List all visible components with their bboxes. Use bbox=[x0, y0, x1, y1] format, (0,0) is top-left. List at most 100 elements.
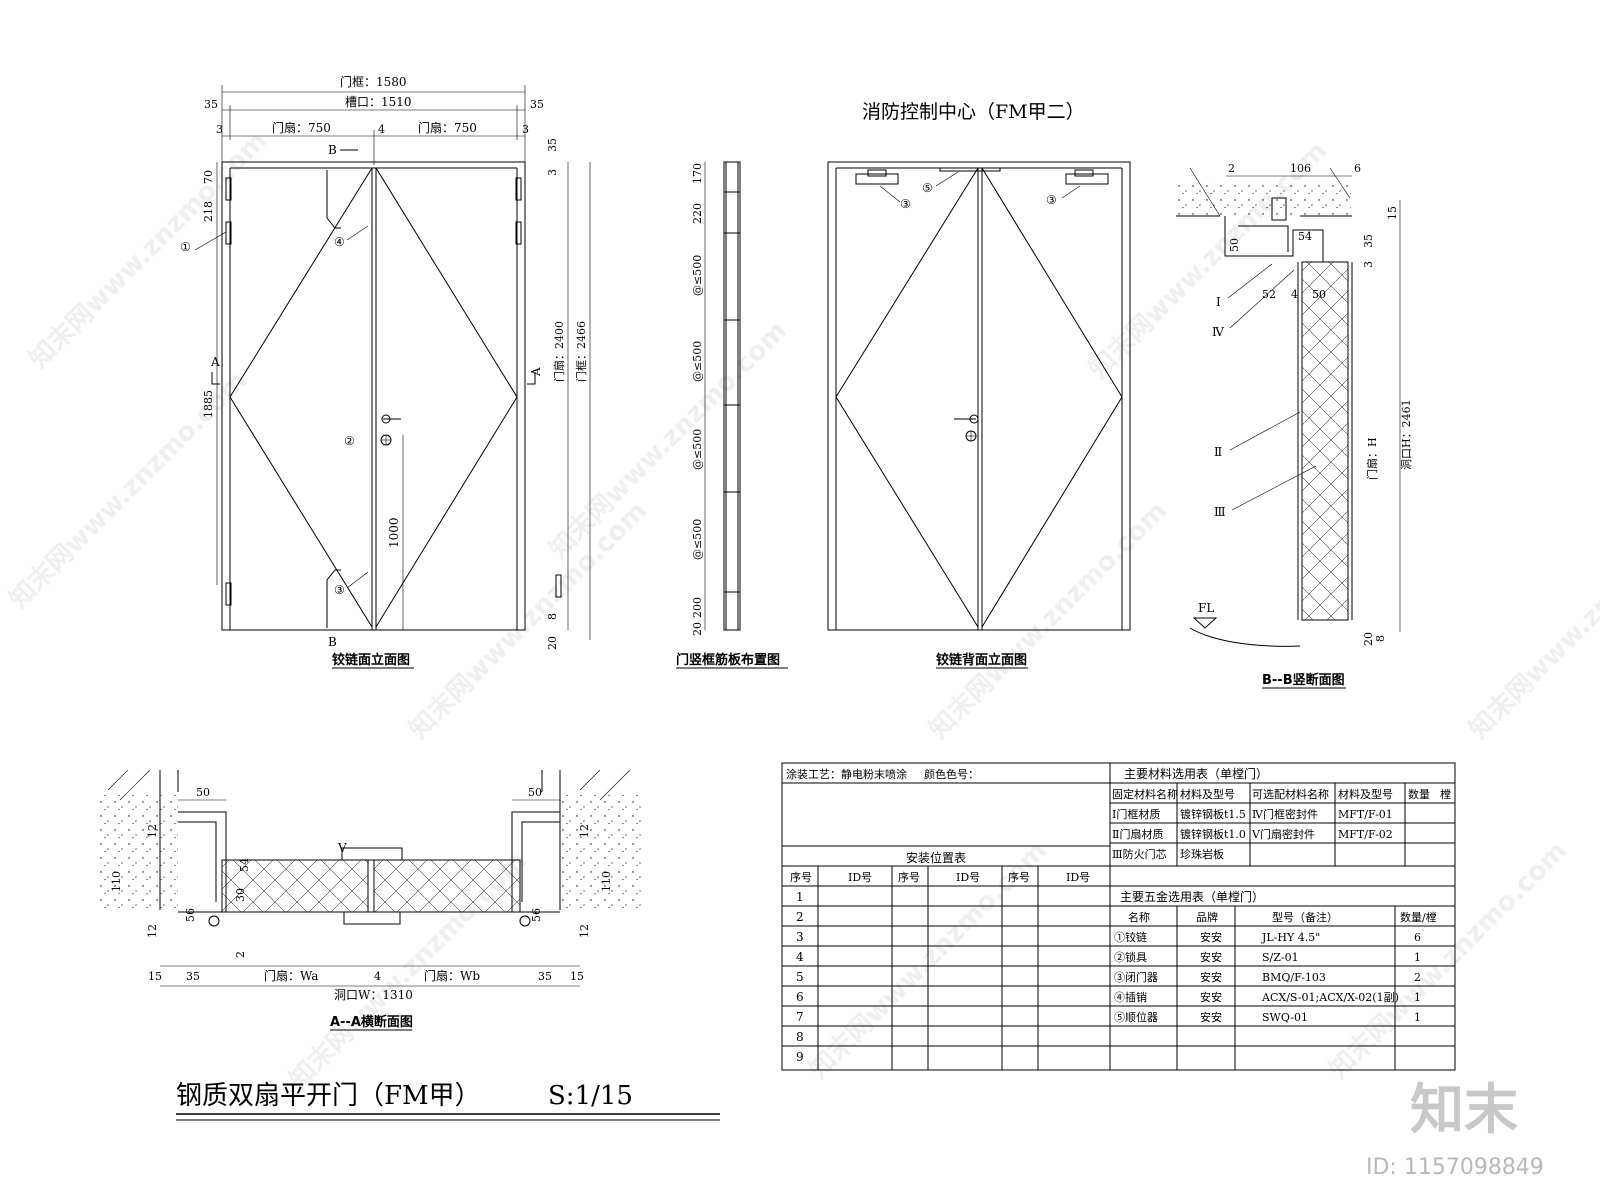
dim-rib-spacing: @≤500 bbox=[691, 519, 704, 560]
install-header-cell: 序号 bbox=[790, 870, 812, 884]
hardware-header-cell: 数量/樘 bbox=[1400, 910, 1437, 924]
install-row-number: 2 bbox=[796, 910, 804, 924]
bb-section: 2 106 6 15 35 3 50 54 52 4 50 门扇：H 洞口H：2… bbox=[1176, 162, 1413, 689]
hardware-cell: 安安 bbox=[1200, 1010, 1222, 1024]
aa-dim-35-right: 35 bbox=[538, 970, 552, 983]
back-elevation-title: 消防控制中心（FM甲二） bbox=[862, 101, 1085, 123]
hardware-cell: 2 bbox=[1414, 971, 1421, 984]
hardware-cell: S/Z-01 bbox=[1262, 951, 1299, 964]
install-row-number: 8 bbox=[796, 1030, 804, 1044]
bb-dim-35: 35 bbox=[1362, 234, 1375, 248]
aa-dim-35-left: 35 bbox=[186, 970, 200, 983]
watermark: 知末网www.znzmo.com bbox=[4, 366, 253, 615]
hardware-cell: ⑤顺位器 bbox=[1114, 1010, 1158, 1024]
aa-dim-56-left: 56 bbox=[184, 908, 197, 922]
aa-dim-15-left: 15 bbox=[148, 970, 162, 983]
bb-dim-52: 52 bbox=[1262, 288, 1276, 301]
hardware-cell: 安安 bbox=[1200, 950, 1222, 964]
dim-8: 8 bbox=[546, 613, 559, 620]
dim-220: 220 bbox=[691, 203, 704, 224]
install-header-cell: 序号 bbox=[1008, 870, 1030, 884]
aa-hole-width: 洞口W：1310 bbox=[334, 988, 413, 1002]
dim-leaf-right: 门扇：750 bbox=[418, 120, 477, 135]
aa-dim-12-top-right: 12 bbox=[578, 824, 591, 838]
aa-dim-15-right: 15 bbox=[570, 970, 584, 983]
install-header-cell: ID号 bbox=[1066, 871, 1090, 884]
hardware-title: 主要五金选用表（单樘门） bbox=[1120, 889, 1264, 904]
aa-section: 50 50 54 56 56 30 2 110 110 12 12 12 12 … bbox=[98, 769, 642, 1031]
dim-leaf-height: 门扇：2400 bbox=[552, 321, 566, 382]
dim-rib-spacing: @≤500 bbox=[691, 255, 704, 296]
materials-header-cell: 可选配材料名称 bbox=[1252, 787, 1329, 801]
materials-cell: MFT/F-01 bbox=[1338, 808, 1393, 821]
dim-leaf-left: 门扇：750 bbox=[272, 120, 331, 135]
materials-title: 主要材料选用表（单樘门） bbox=[1124, 766, 1268, 781]
materials-header-cell: 材料及型号 bbox=[1180, 787, 1235, 801]
color-note: 颜色色号： bbox=[924, 767, 979, 781]
dim-3-left: 3 bbox=[216, 123, 223, 136]
install-row-number: 4 bbox=[796, 950, 804, 964]
dim-3-right: 3 bbox=[522, 123, 529, 136]
install-row-number: 7 bbox=[796, 1010, 804, 1024]
dim-3-top: 3 bbox=[546, 169, 559, 176]
bb-dim-8: 8 bbox=[1374, 635, 1387, 642]
hardware-header-cell: 品牌 bbox=[1196, 910, 1218, 924]
hardware-cell: 安安 bbox=[1200, 930, 1222, 944]
hardware-cell: ①铰链 bbox=[1114, 930, 1147, 944]
aa-leaf-wb: 门扇：Wb bbox=[424, 968, 480, 983]
install-header-cell: ID号 bbox=[956, 871, 980, 884]
dim-frame-height: 门框：2466 bbox=[574, 321, 588, 382]
dim-rib-spacing: @≤500 bbox=[691, 341, 704, 382]
dim-frame: 门框：1580 bbox=[340, 74, 407, 89]
section-mark-a-left: A bbox=[210, 355, 220, 369]
bb-hole-height: 洞口H：2461 bbox=[1400, 399, 1413, 470]
callout-r4: Ⅳ bbox=[1212, 325, 1225, 339]
brand-id: ID: 1157098849 bbox=[1366, 1155, 1544, 1180]
hardware-cell: 安安 bbox=[1200, 990, 1222, 1004]
dim-20: 20 bbox=[546, 636, 559, 650]
hardware-cell: 1 bbox=[1414, 1011, 1421, 1024]
hardware-cell: JL-HY 4.5" bbox=[1261, 931, 1320, 944]
install-row-number: 6 bbox=[796, 990, 804, 1004]
aa-dim-12-top-left: 12 bbox=[146, 824, 159, 838]
caption-frame-ribs: 门竖框筋板布置图 bbox=[676, 652, 780, 668]
hardware-cell: 1 bbox=[1414, 991, 1421, 1004]
aa-dim-2: 2 bbox=[234, 951, 247, 958]
coating-note: 涂装工艺：静电粉末喷涂 bbox=[786, 767, 907, 781]
drawing-scale: S:1/15 bbox=[548, 1081, 633, 1111]
aa-mark-v: V bbox=[337, 841, 347, 855]
dim-70: 70 bbox=[202, 170, 215, 184]
materials-cell: 镀锌钢板t1.5 bbox=[1180, 807, 1246, 821]
dim-groove: 槽口：1510 bbox=[345, 95, 412, 109]
brand: 知末 ID: 1157098849 bbox=[1366, 1078, 1544, 1180]
aa-dim-30: 30 bbox=[234, 888, 247, 902]
dim-1885: 1885 bbox=[202, 390, 215, 418]
watermark: 知末网www.znzmo.com bbox=[404, 496, 653, 745]
callout-r2: Ⅱ bbox=[1214, 445, 1222, 459]
bb-dim-50b: 50 bbox=[1312, 288, 1326, 301]
callout-3-right: ③ bbox=[1046, 193, 1057, 207]
install-row-number: 1 bbox=[796, 890, 804, 904]
hardware-cell: 1 bbox=[1414, 951, 1421, 964]
hardware-cell: BMQ/F-103 bbox=[1262, 971, 1326, 984]
callout-3: ③ bbox=[334, 583, 345, 597]
watermark: 知末网www.znzmo.com bbox=[24, 126, 273, 375]
callout-r1: Ⅰ bbox=[1216, 295, 1221, 309]
aa-leaf-wa: 门扇：Wa bbox=[264, 968, 318, 983]
aa-dim-50-right: 50 bbox=[528, 786, 542, 799]
hardware-header-cell: 名称 bbox=[1128, 910, 1150, 924]
callout-4: ④ bbox=[334, 235, 345, 249]
section-mark-a-right: A bbox=[529, 367, 543, 377]
hardware-cell: 6 bbox=[1414, 931, 1421, 944]
materials-cell: 镀锌钢板t1.0 bbox=[1180, 827, 1246, 841]
dim-1000: 1000 bbox=[387, 517, 401, 548]
bb-dim-6: 6 bbox=[1354, 162, 1361, 175]
materials-cell: Ⅲ防火门芯 bbox=[1112, 847, 1167, 861]
hardware-headers: 名称品牌型号（备注）数量/樘 bbox=[1128, 910, 1437, 924]
materials-cell: Ⅰ门框材质 bbox=[1112, 807, 1160, 821]
materials-header-cell: 樘 bbox=[1440, 787, 1451, 801]
aa-dim-54: 54 bbox=[238, 858, 251, 872]
dim-218: 218 bbox=[202, 201, 215, 222]
